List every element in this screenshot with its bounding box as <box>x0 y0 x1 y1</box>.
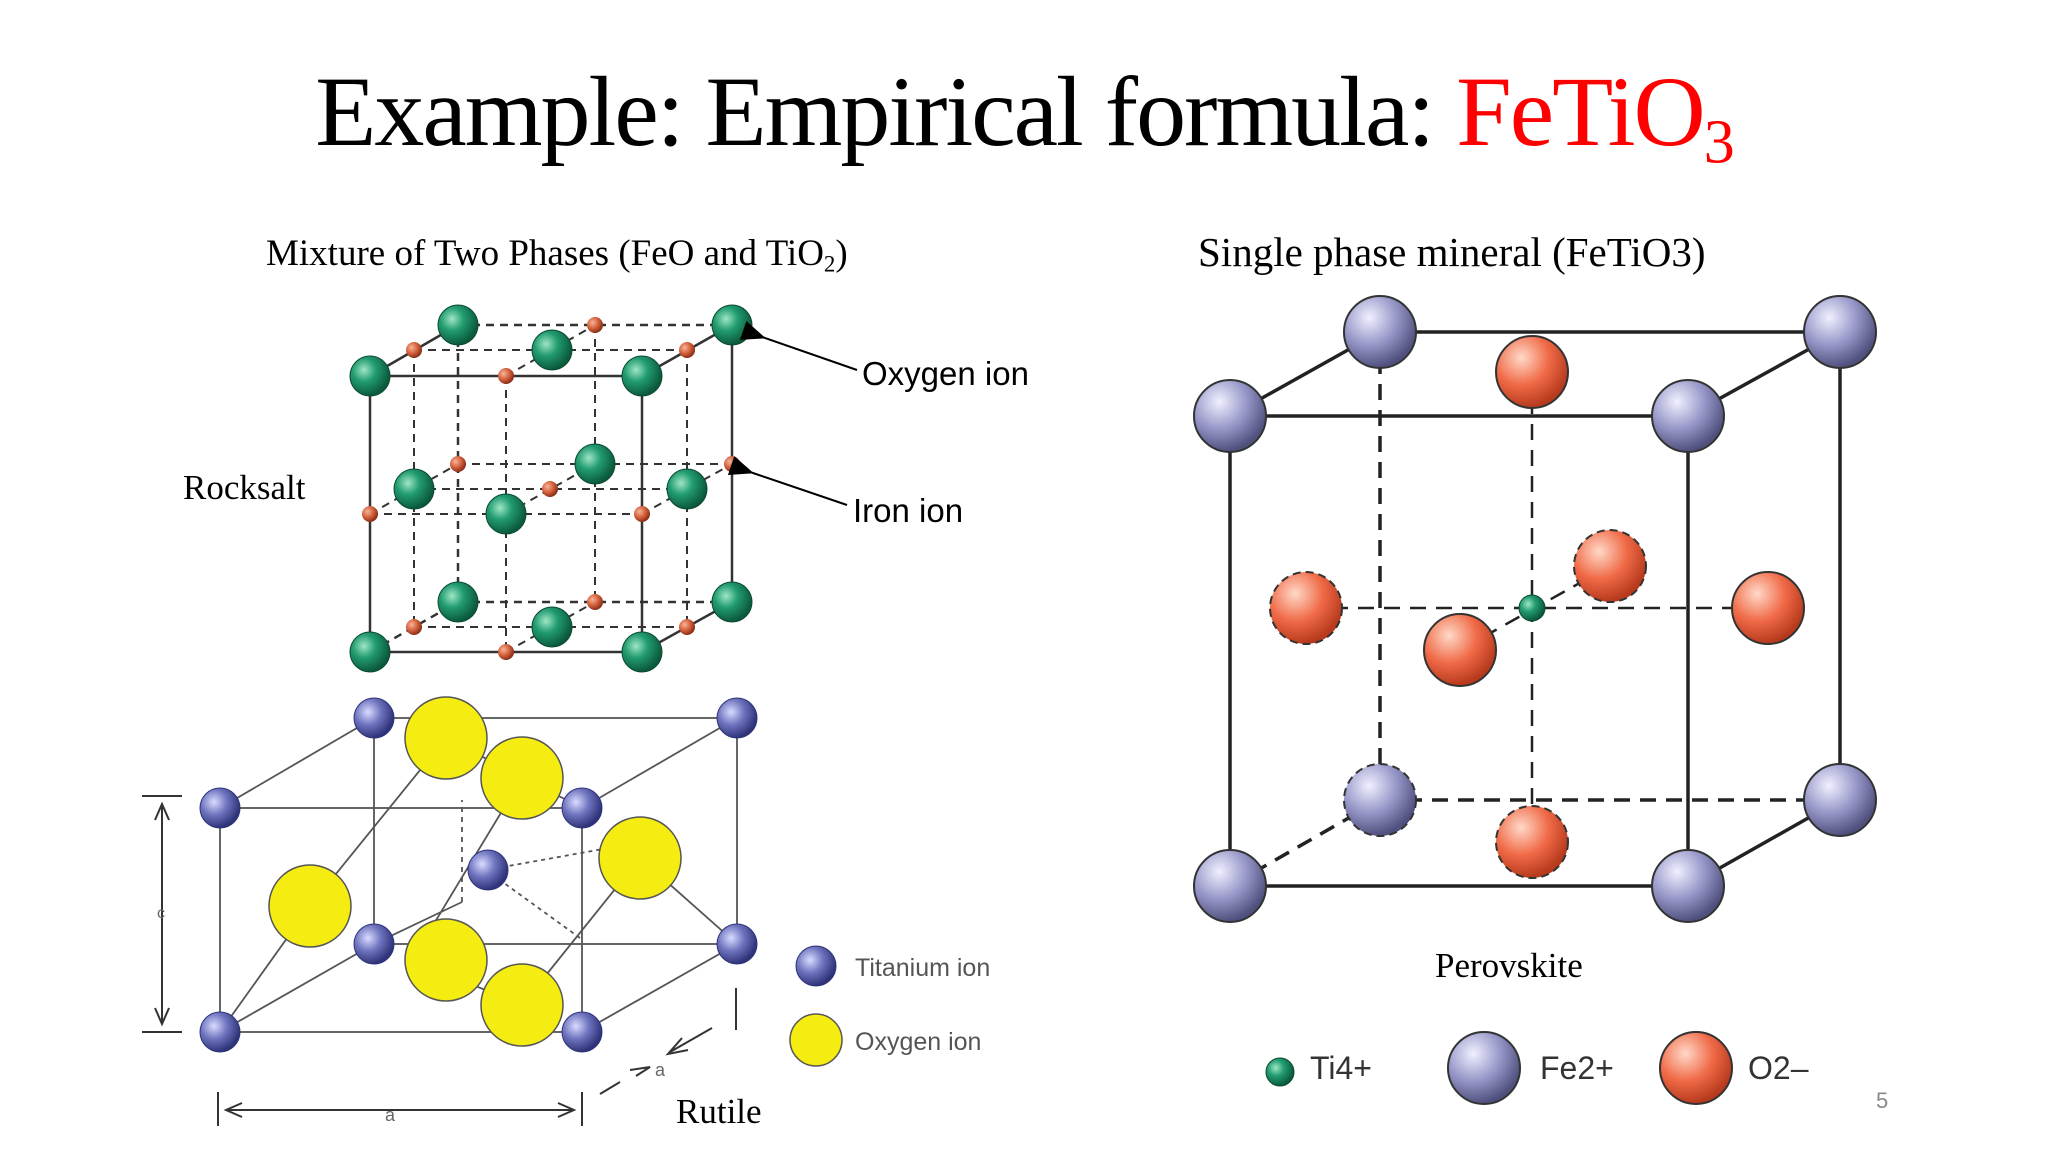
perovskite-fe-ions <box>1193 295 1877 923</box>
perovskite-ti-ion <box>1518 594 1546 622</box>
left-subtitle-text: Mixture of Two Phases (FeO and TiO <box>266 233 824 274</box>
legend-titanium-marker <box>795 945 837 987</box>
axis-a-label: a <box>385 1105 396 1125</box>
title-formula: FeTiO3 <box>1456 56 1735 174</box>
rutile-dimensions <box>142 795 737 1126</box>
legend-ti-label: Ti4+ <box>1310 1050 1372 1086</box>
legend-o-marker <box>1659 1031 1733 1105</box>
left-subtitle-suffix: ) <box>835 233 848 274</box>
legend-titanium-label: Titanium ion <box>855 954 991 982</box>
legend-o-label: O2– <box>1748 1050 1809 1086</box>
title-prefix: Example: Empirical formula: <box>315 56 1457 167</box>
left-subtitle-subscript: 2 <box>823 251 836 277</box>
legend-oxygen-label: Oxygen ion <box>855 1028 982 1056</box>
oxygen-ion-label: Oxygen ion <box>862 355 1029 392</box>
axis-a2-label: a <box>655 1060 666 1080</box>
rocksalt-iron-ions <box>362 317 740 660</box>
iron-ion-pointer <box>727 456 848 506</box>
rutile-cell: c a a <box>142 696 843 1126</box>
slide-title: Example: Empirical formula: FeTiO3 <box>0 62 2048 174</box>
right-subtitle: Single phase mineral (FeTiO3) <box>1198 229 1706 275</box>
title-formula-subscript: 3 <box>1703 108 1735 177</box>
perovskite-oxygen-ions <box>1269 335 1805 879</box>
rocksalt-oxygen-ions <box>349 304 753 673</box>
rutile-label: Rutile <box>676 1092 762 1131</box>
title-formula-main: FeTiO <box>1456 56 1706 167</box>
perovskite-label: Perovskite <box>1435 946 1583 985</box>
axis-c-label: c <box>157 905 165 922</box>
iron-ion-label: Iron ion <box>853 492 964 529</box>
legend-fe-marker <box>1447 1031 1521 1105</box>
rocksalt-cell <box>349 304 858 673</box>
legend-ti-marker <box>1265 1057 1295 1087</box>
rutile-titanium-ions <box>199 697 758 1053</box>
oxygen-ion-pointer <box>739 320 858 371</box>
rocksalt-label: Rocksalt <box>183 468 306 507</box>
perovskite-cell <box>1193 295 1877 1105</box>
legend-oxygen-marker <box>789 1013 843 1067</box>
rutile-oxygen-ions <box>268 696 682 1047</box>
left-subtitle: Mixture of Two Phases (FeO and TiO2) <box>266 232 848 277</box>
legend-fe-label: Fe2+ <box>1540 1050 1614 1086</box>
